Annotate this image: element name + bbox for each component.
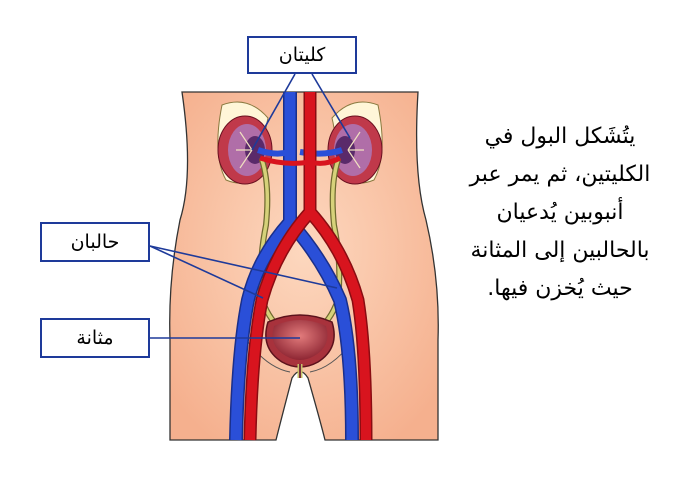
- right-kidney: [327, 101, 383, 185]
- aorta: [243, 92, 373, 441]
- label-kidneys: كليتان: [247, 36, 357, 74]
- label-ureters: حالبان: [40, 222, 150, 262]
- bladder: [265, 314, 335, 378]
- leader-ureters-right: [149, 245, 338, 289]
- leader-ureters-left: [149, 245, 264, 299]
- leader-kidneys-left: [251, 73, 296, 151]
- vena-cava: [229, 92, 359, 441]
- label-bladder: مثانة: [40, 318, 150, 358]
- leader-kidneys-right: [311, 73, 351, 139]
- left-kidney: [217, 101, 273, 185]
- leader-lines: [149, 73, 351, 339]
- description-text: يتُشَكل البول في الكليتين، ثم يمر عبر أن…: [469, 124, 651, 301]
